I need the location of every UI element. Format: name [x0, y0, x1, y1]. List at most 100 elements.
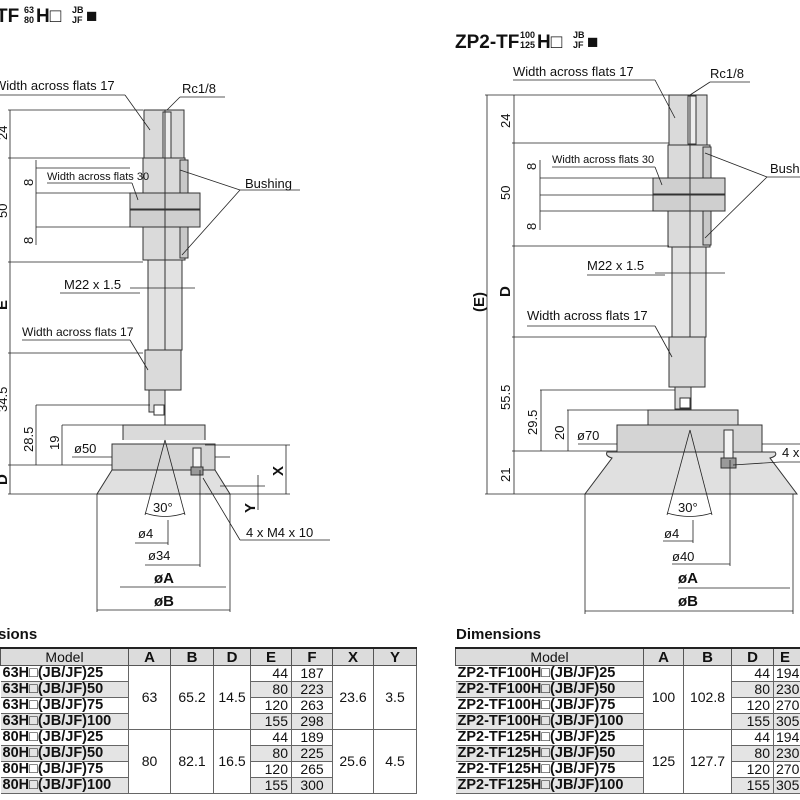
- d-cell: 44: [731, 729, 774, 746]
- col-b: B: [170, 647, 214, 666]
- col-f: F: [291, 647, 333, 666]
- svg-text:100: 100: [520, 30, 535, 40]
- model-cell: ZP2-TF100H□(JB/JF)75: [455, 697, 644, 714]
- f-cell: 223: [291, 681, 333, 698]
- model-cell: ZP2-TF125H□(JB/JF)50: [455, 745, 644, 762]
- y-cell: 3.5: [373, 665, 417, 730]
- e-cell: 230: [773, 681, 800, 698]
- svg-text:JF: JF: [573, 40, 584, 50]
- e-cell: 44: [250, 665, 292, 682]
- svg-text:M22 x 1.5: M22 x 1.5: [587, 258, 644, 273]
- svg-text:28.5: 28.5: [21, 427, 36, 452]
- model-cell: ZP2-TF125H□(JB/JF)75: [455, 761, 644, 778]
- model-cell: 80H□(JB/JF)100: [0, 777, 129, 794]
- svg-text:20: 20: [552, 426, 567, 440]
- svg-text:ø4: ø4: [664, 526, 679, 541]
- svg-text:8: 8: [524, 223, 539, 230]
- model-cell: ZP2-TF125H□(JB/JF)25: [455, 729, 644, 746]
- col-d: D: [213, 647, 251, 666]
- e-cell: 270: [773, 761, 800, 778]
- svg-text:19: 19: [47, 436, 62, 450]
- f-cell: 265: [291, 761, 333, 778]
- svg-text:Width across flats 17: Width across flats 17: [22, 325, 134, 339]
- col-b: B: [683, 647, 732, 666]
- b-cell: 65.2: [170, 665, 214, 730]
- svg-text:M22 x 1.5: M22 x 1.5: [64, 277, 121, 292]
- f-cell: 187: [291, 665, 333, 682]
- svg-text:Bushing: Bushing: [245, 176, 292, 191]
- svg-text:21: 21: [498, 468, 513, 482]
- svg-text:24: 24: [0, 126, 10, 140]
- left-title: TF 63 80 H□ JB JF ■: [0, 5, 97, 27]
- svg-text:øB: øB: [678, 593, 698, 610]
- col-a: A: [643, 647, 684, 666]
- d-cell: 80: [731, 745, 774, 762]
- svg-text:30°: 30°: [678, 500, 698, 515]
- svg-text:Rc1/8: Rc1/8: [182, 81, 216, 96]
- d-cell: 120: [731, 697, 774, 714]
- model-cell: 80H□(JB/JF)50: [0, 745, 129, 762]
- svg-text:4 x M4 x 10: 4 x M4 x 10: [246, 525, 313, 540]
- svg-text:■: ■: [86, 6, 97, 27]
- d-cell: 44: [731, 665, 774, 682]
- e-cell: 80: [250, 745, 292, 762]
- e-cell: 230: [773, 745, 800, 762]
- svg-text:JF: JF: [72, 15, 83, 25]
- svg-text:øA: øA: [678, 570, 698, 587]
- svg-text:H□: H□: [537, 32, 563, 53]
- f-cell: 189: [291, 729, 333, 746]
- d-cell: 14.5: [213, 665, 251, 730]
- svg-text:Rc1/8: Rc1/8: [710, 66, 744, 81]
- col-e: E: [250, 647, 292, 666]
- f-cell: 298: [291, 713, 333, 730]
- right-dimension-lines: [485, 79, 800, 614]
- right-section-title: Dimensions: [456, 626, 542, 643]
- model-cell: ZP2-TF100H□(JB/JF)25: [455, 665, 644, 682]
- svg-text:50: 50: [498, 186, 513, 200]
- model-cell: 63H□(JB/JF)75: [0, 697, 129, 714]
- e-cell: 44: [250, 729, 292, 746]
- b-cell: 102.8: [683, 665, 732, 730]
- col-a: A: [128, 647, 171, 666]
- f-cell: 225: [291, 745, 333, 762]
- b-cell: 82.1: [170, 729, 214, 794]
- table-header: Model A B D E F X Y: [0, 647, 417, 666]
- svg-text:X: X: [270, 466, 287, 476]
- svg-text:øB: øB: [154, 593, 174, 610]
- a-cell: 125: [643, 729, 684, 794]
- x-cell: 25.6: [332, 729, 374, 794]
- svg-text:ZP2-TF: ZP2-TF: [455, 32, 519, 53]
- svg-text:ø4: ø4: [138, 526, 153, 541]
- d-cell: 155: [731, 713, 774, 730]
- f-cell: 263: [291, 697, 333, 714]
- model-cell: ZP2-TF100H□(JB/JF)50: [455, 681, 644, 698]
- f-cell: 300: [291, 777, 333, 794]
- svg-text:29.5: 29.5: [525, 410, 540, 435]
- e-cell: 270: [773, 697, 800, 714]
- e-cell: 305: [773, 777, 800, 794]
- model-cell: 80H□(JB/JF)25: [0, 729, 129, 746]
- svg-text:63: 63: [24, 5, 34, 15]
- svg-text:55.5: 55.5: [498, 385, 513, 410]
- col-e: E: [773, 647, 800, 666]
- left-section-title: sions: [0, 626, 38, 643]
- col-d: D: [731, 647, 774, 666]
- right-part-body: [584, 94, 798, 495]
- e-cell: 120: [250, 697, 292, 714]
- e-cell: 155: [250, 713, 292, 730]
- model-cell: 63H□(JB/JF)100: [0, 713, 129, 730]
- a-cell: 63: [128, 665, 171, 730]
